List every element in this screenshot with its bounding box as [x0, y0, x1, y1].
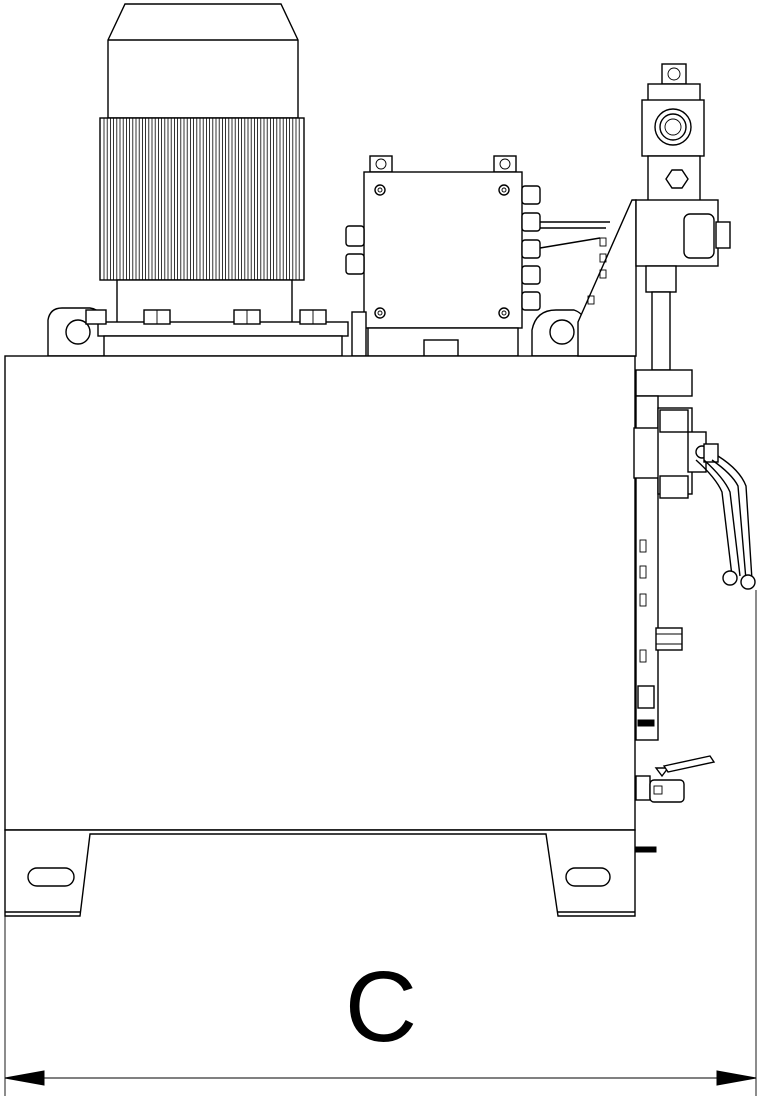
motor-cooling-ribs — [103, 118, 300, 280]
mounting-slot-left — [27, 867, 75, 887]
gauge-connector — [655, 627, 683, 651]
motor-neck — [116, 279, 293, 325]
directional-valve — [633, 407, 719, 499]
junction-box — [345, 155, 541, 357]
junction-box-body — [363, 171, 523, 329]
motor-mount-plate — [47, 307, 589, 357]
electric-motor — [99, 3, 305, 325]
tank-base-frame — [4, 829, 636, 917]
lever-knob-right[interactable] — [740, 574, 756, 590]
drain-ball-valve[interactable] — [635, 755, 716, 803]
lever-knob-left[interactable] — [722, 570, 738, 586]
tank-body — [4, 355, 636, 831]
dimension-line-c — [4, 590, 757, 1096]
mounting-slot-right — [565, 867, 611, 887]
mount-bolts — [85, 309, 327, 325]
valve-side-plate — [635, 395, 659, 741]
cable-runs — [539, 221, 610, 249]
control-lever-pair[interactable] — [695, 455, 756, 590]
dimension-arrow-right — [716, 1070, 757, 1086]
solenoid-valve-assembly — [635, 63, 731, 397]
dimension-arrow-left — [4, 1070, 45, 1086]
side-bracket — [577, 199, 637, 357]
dimension-label: C — [344, 951, 418, 1063]
motor-fan-cover — [107, 3, 299, 119]
oil-reservoir-tank — [4, 355, 657, 917]
